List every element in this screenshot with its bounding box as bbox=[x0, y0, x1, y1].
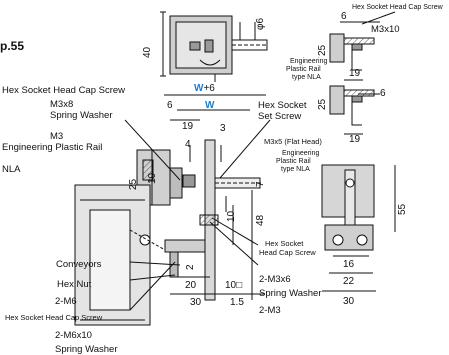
side-view bbox=[74, 94, 271, 326]
dim-3: 3 bbox=[220, 123, 226, 134]
rm-dim-25: 25 bbox=[317, 98, 328, 110]
label-rm-m3x5-flat-head: M3x5 (Flat Head) bbox=[264, 137, 322, 146]
ev-dim-22: 22 bbox=[343, 276, 355, 287]
dim-10: 10 bbox=[147, 172, 158, 184]
label-spring-washer-2: Spring Washer bbox=[55, 344, 118, 355]
dim-25: 25 bbox=[128, 178, 139, 190]
label-rt-m3x10: M3x10 bbox=[371, 24, 400, 35]
top-view bbox=[160, 11, 268, 82]
label-spring-washer-3: Spring Washer bbox=[259, 288, 322, 299]
dim-10-square: 10□ bbox=[225, 280, 243, 291]
label-hex-socket: Hex Socket bbox=[258, 100, 307, 111]
label-rt-plastic-rail: Plastic Rail bbox=[286, 66, 321, 73]
dim-w-plus-6: W+6 bbox=[194, 83, 215, 94]
end-view bbox=[321, 164, 396, 292]
dim-1-5: 1.5 bbox=[230, 297, 244, 308]
label-nla: NLA bbox=[2, 164, 21, 175]
label-spring-washer: Spring Washer bbox=[50, 110, 113, 121]
ev-dim-30: 30 bbox=[343, 296, 355, 307]
label-head-cap-screw-3: Head Cap Screw bbox=[259, 248, 316, 257]
dim-48: 48 bbox=[255, 214, 266, 226]
rm-dim-19: 19 bbox=[349, 134, 361, 145]
page-reference: p.55 bbox=[0, 39, 25, 53]
label-hex-socket-3: Hex Socket bbox=[265, 239, 304, 248]
label-rt-engineering: Engineering bbox=[290, 58, 328, 65]
dim-20: 20 bbox=[185, 280, 197, 291]
label-rm-engineering: Engineering bbox=[282, 150, 320, 157]
right-top-detail bbox=[329, 11, 396, 81]
label-rt-hex-socket-head-cap-screw: Hex Socket Head Cap Screw bbox=[352, 4, 443, 11]
label-rt-type-nla: type NLA bbox=[292, 74, 321, 81]
rt-dim-25: 25 bbox=[317, 44, 328, 56]
label-2-m6: 2-M6 bbox=[55, 296, 77, 307]
right-mid-detail bbox=[329, 85, 380, 135]
label-2-m6x10: 2-M6x10 bbox=[55, 330, 92, 341]
label-2-m3: 2-M3 bbox=[259, 305, 281, 316]
label-hex-nut: Hex Nut bbox=[57, 279, 92, 290]
label-m3x8: M3x8 bbox=[50, 99, 74, 110]
label-rm-plastic-rail: Plastic Rail bbox=[276, 158, 311, 165]
dim-phi6: φ6 bbox=[255, 17, 266, 30]
label-hex-socket-head-cap-screw-2: Hex Socket Head Cap Screw bbox=[5, 313, 103, 322]
dim-6: 6 bbox=[167, 100, 173, 111]
rt-dim-19: 19 bbox=[349, 68, 361, 79]
dim-7: 7 bbox=[255, 181, 266, 187]
dim-2: 2 bbox=[185, 264, 196, 270]
dim-w: W bbox=[205, 100, 215, 111]
label-set-screw: Set Screw bbox=[258, 111, 302, 122]
label-m3: M3 bbox=[50, 131, 64, 142]
label-rm-type-nla: type NLA bbox=[281, 166, 310, 173]
rt-dim-6: 6 bbox=[341, 11, 347, 22]
label-engineering-plastic-rail: Engineering Plastic Rail bbox=[2, 142, 103, 153]
label-2-m3x6: 2-M3x6 bbox=[259, 274, 291, 285]
ev-dim-55: 55 bbox=[397, 203, 408, 215]
dim-10b: 10 bbox=[226, 210, 237, 222]
label-hex-socket-head-cap-screw: Hex Socket Head Cap Screw bbox=[2, 85, 126, 96]
dim-19: 19 bbox=[182, 121, 194, 132]
dim-4: 4 bbox=[185, 139, 191, 150]
ev-dim-16: 16 bbox=[343, 259, 355, 270]
dim-40: 40 bbox=[142, 46, 153, 58]
dim-30: 30 bbox=[190, 297, 202, 308]
rm-dim-6: 6 bbox=[380, 88, 386, 99]
label-conveyors: Conveyors bbox=[56, 259, 102, 270]
